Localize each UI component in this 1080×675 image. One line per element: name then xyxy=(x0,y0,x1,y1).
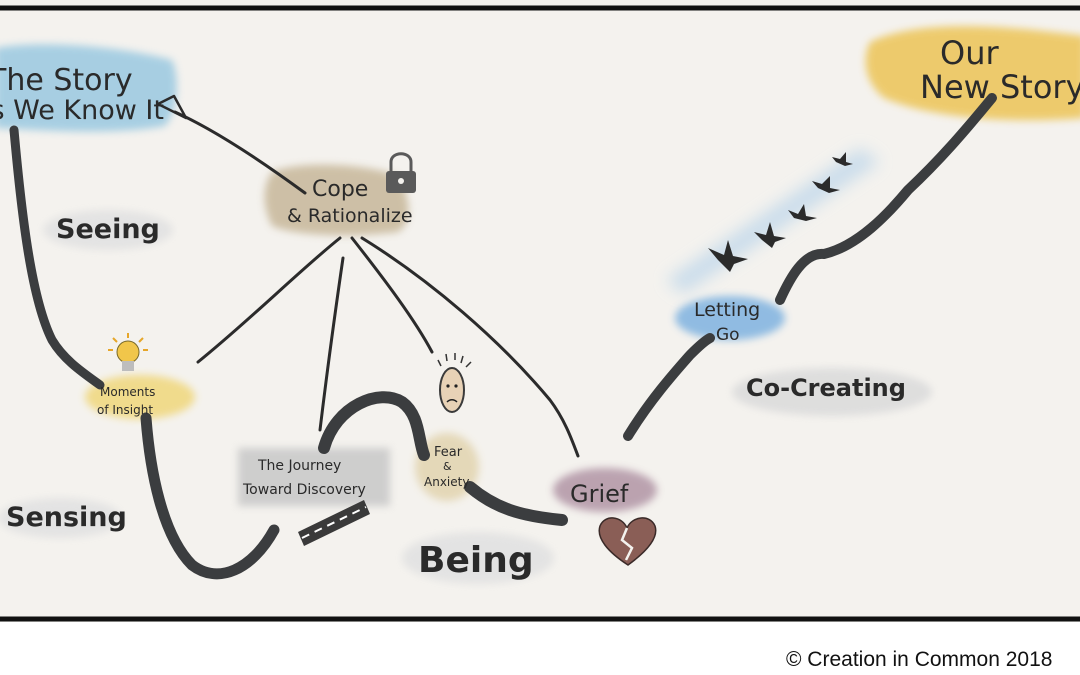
path-letting-go-to-new-story xyxy=(775,93,997,305)
grief-wash xyxy=(553,468,657,512)
stage-seeing: Seeing xyxy=(56,214,160,245)
being-wash xyxy=(402,532,554,584)
node-new-story: Our New Story xyxy=(920,34,1080,106)
fear-line3: Anxiety xyxy=(424,475,469,489)
copyright-notice: © Creation in Common 2018 xyxy=(786,648,1053,671)
bird-icon xyxy=(754,222,786,248)
grief-label: Grief xyxy=(570,480,629,508)
fear-wash xyxy=(415,433,479,501)
path-grief-to-letting-go xyxy=(623,333,715,441)
bird-icon xyxy=(708,240,748,272)
connector-cope-to-insight xyxy=(196,236,342,364)
node-letting-go: Letting Go xyxy=(694,299,760,345)
cope-wash xyxy=(264,164,409,236)
bird-icon xyxy=(832,152,853,166)
path-fear-to-grief xyxy=(464,481,568,526)
cope-line2: & Rationalize xyxy=(287,205,413,227)
new-story-line1: Our xyxy=(940,34,999,72)
journey-wash xyxy=(238,448,390,506)
arrowhead xyxy=(156,94,188,120)
node-story-known: The Story As We Know It xyxy=(0,63,164,126)
road-icon xyxy=(298,500,370,546)
letting-go-line2: Go xyxy=(716,325,740,345)
stage-being: Being xyxy=(418,540,534,581)
story-known-wash xyxy=(0,44,177,132)
fear-line2: & xyxy=(443,460,452,473)
lock-icon xyxy=(386,152,416,193)
connector-cope-to-grief xyxy=(360,236,580,458)
face-icon xyxy=(437,353,472,413)
road-dashes xyxy=(301,506,367,539)
connector-cope-to-story xyxy=(173,110,307,195)
new-story-wash xyxy=(865,26,1080,121)
letting-go-line1: Letting xyxy=(694,299,760,321)
stage-sensing: Sensing xyxy=(6,502,127,533)
journey-path xyxy=(9,93,997,580)
cope-line1: Cope xyxy=(312,177,368,202)
connector-cope-to-journey xyxy=(318,256,345,432)
journey-line2: Toward Discovery xyxy=(242,482,366,498)
insight-line1: Moments xyxy=(100,385,155,399)
path-insight-to-road xyxy=(140,412,280,580)
connector-lines xyxy=(156,94,580,458)
fear-line1: Fear xyxy=(434,445,463,460)
insight-wash xyxy=(85,375,195,419)
story-known-line2: As We Know It xyxy=(0,95,164,126)
seeing-wash xyxy=(43,210,173,250)
sensing-wash xyxy=(0,498,122,538)
co-creating-wash xyxy=(732,368,932,416)
node-fear: Fear & Anxiety xyxy=(424,445,469,489)
journey-line1: The Journey xyxy=(257,458,341,474)
path-story-to-insight xyxy=(9,125,105,390)
bird-icon xyxy=(788,204,817,221)
story-known-line1: The Story xyxy=(0,63,133,98)
broken-heart-icon xyxy=(598,517,657,566)
new-story-line2: New Story xyxy=(920,68,1080,106)
node-cope: Cope & Rationalize xyxy=(287,177,413,227)
node-journey: The Journey Toward Discovery xyxy=(242,458,366,498)
birds-group xyxy=(708,152,853,272)
insight-line2: of Insight xyxy=(97,403,153,417)
letting-go-wash xyxy=(675,296,785,340)
path-journey-hill xyxy=(318,391,430,461)
stage-co-creating: Co-Creating xyxy=(746,374,906,402)
node-insight: Moments of Insight xyxy=(97,385,155,417)
lightbulb-icon xyxy=(108,333,148,371)
bird-icon xyxy=(812,176,840,193)
stage-labels: Seeing Sensing Being Co-Creating xyxy=(6,214,906,581)
node-grief: Grief xyxy=(570,480,629,508)
connector-cope-to-fear xyxy=(350,236,434,354)
